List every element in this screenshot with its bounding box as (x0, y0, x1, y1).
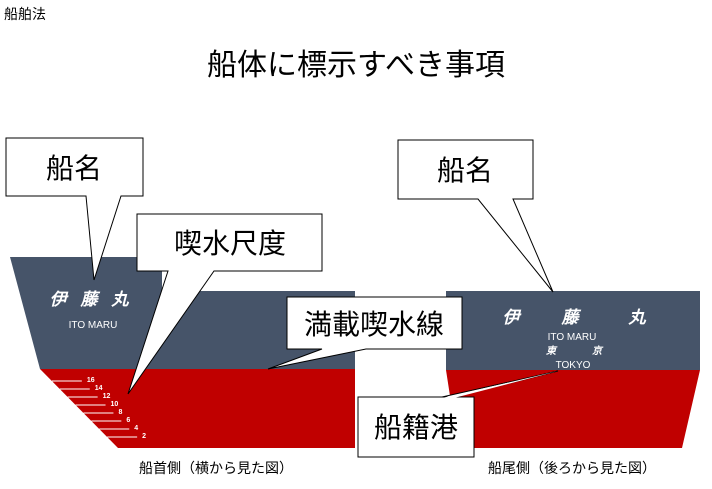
draft-mark-label: 8 (118, 409, 122, 416)
draft-mark-label: 2 (142, 433, 146, 440)
stern-port-char-2: 京 (592, 345, 604, 357)
callout-ship-name-stern: 船名 (397, 139, 554, 293)
draft-mark-label: 14 (95, 385, 103, 392)
stern-ship-name-char-3: 丸 (628, 308, 647, 328)
bow-ship-name-romaji: ITO MARU (69, 320, 118, 331)
draft-mark-label: 4 (134, 425, 138, 432)
stern-ship-name-char-1: 伊 (503, 308, 522, 328)
bow-ship-name: 伊 藤 丸 (50, 290, 133, 310)
draft-mark-label: 16 (87, 377, 95, 384)
stern-hull-upper (446, 291, 700, 370)
draft-mark-label: 10 (111, 401, 119, 408)
page-title: 船体に標示すべき事項 (207, 48, 505, 83)
callout-load-line-label: 満載喫水線 (304, 308, 444, 341)
draft-mark-label: 12 (103, 393, 111, 400)
stern-ship-name-romaji: ITO MARU (548, 332, 597, 343)
callout-load-line: 満載喫水線 (267, 296, 463, 370)
callout-draft-scale-label: 喫水尺度 (174, 227, 286, 260)
callout-draft-scale: 喫水尺度 (127, 213, 323, 395)
bow-hull-lower (40, 369, 355, 448)
stern-view: 伊 藤 丸 ITO MARU 東 京 TOKYO (446, 291, 700, 448)
draft-mark-label: 6 (126, 417, 130, 424)
callout-port-of-registry-label: 船籍港 (374, 411, 458, 444)
stern-port-char-1: 東 (546, 345, 558, 357)
callout-ship-name-bow: 船名 (5, 137, 144, 281)
callout-ship-name-stern-label: 船名 (437, 154, 493, 187)
bow-caption: 船首側（横から見た図） (139, 461, 293, 477)
law-label: 船舶法 (4, 7, 46, 23)
stern-port-romaji: TOKYO (556, 360, 591, 371)
stern-hull-lower (446, 370, 700, 448)
stern-ship-name-char-2: 藤 (561, 308, 582, 328)
stern-caption: 船尾側（後ろから見た図） (488, 461, 656, 477)
callout-ship-name-bow-label: 船名 (46, 152, 102, 185)
callout-port-of-registry: 船籍港 (357, 370, 559, 458)
